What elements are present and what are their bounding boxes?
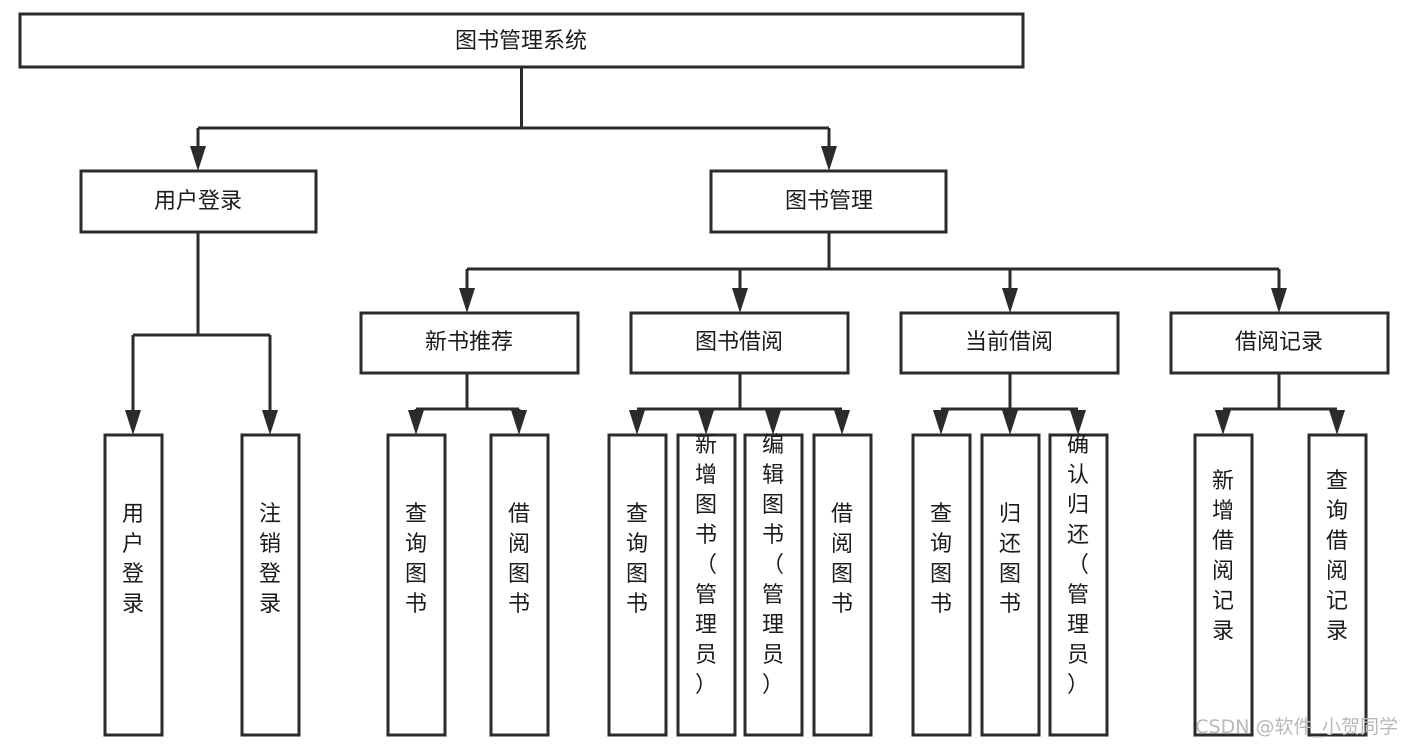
node-new-book-recommend[interactable]: 新书推荐 [359,311,580,375]
node-current-borrow-label: 当前借阅 [965,330,1053,355]
leaf-borrow-record-2-box[interactable] [1307,433,1368,737]
node-book-borrow-label: 图书借阅 [695,330,783,355]
leaf-new-book-1-box[interactable] [386,433,447,737]
leaf-borrow-record-1-box[interactable] [1193,433,1254,737]
leaf-user-login-2[interactable]: 注销登录 [240,433,301,737]
leaf-current-borrow-3-box[interactable] [1048,433,1109,737]
leaf-current-borrow-3-label: 确认归还（管理员） [1067,433,1089,698]
connector-group-root [190,67,837,171]
leaf-new-book-2[interactable]: 借阅图书 [489,433,550,737]
leaf-current-borrow-1-label: 查询图书 [930,502,952,617]
arrow-bookmgmt-child-1 [459,288,475,313]
arrow-root-to-bookmgmt [821,146,837,171]
leaf-user-login-1-label: 用户登录 [122,502,144,617]
node-user-login-box[interactable] [79,169,318,234]
connector-group-user-login [125,232,278,435]
leaf-borrow-record-2-label: 查询借阅记录 [1326,469,1348,644]
arrow-bookmgmt-child-3 [1002,288,1018,313]
arrow-bookborrow-leaf-4 [834,410,850,435]
arrow-user-leaf-2 [262,410,278,435]
arrow-bookmgmt-child-2 [732,288,748,313]
arrow-newbook-leaf-2 [511,410,527,435]
leaf-current-borrow-1-box[interactable] [911,433,972,737]
node-current-borrow-box[interactable] [899,311,1120,375]
leaf-borrow-record-2[interactable]: 查询借阅记录 [1307,433,1368,737]
arrow-bookmgmt-child-4 [1271,288,1287,313]
leaf-book-borrow-3[interactable]: 编辑图书（管理员） [743,433,804,737]
leaf-borrow-record-1[interactable]: 新增借阅记录 [1193,433,1254,737]
node-root-box[interactable] [18,12,1025,69]
leaf-book-borrow-2-label: 新增图书（管理员） [695,433,717,698]
leaf-book-borrow-3-label: 编辑图书（管理员） [762,433,784,698]
leaf-user-login-2-box[interactable] [240,433,301,737]
node-borrow-record-box[interactable] [1169,311,1390,375]
node-book-borrow[interactable]: 图书借阅 [629,311,850,375]
leaf-book-borrow-3-box[interactable] [743,433,804,737]
node-new-book-recommend-label: 新书推荐 [425,330,513,355]
arrow-currentborrow-leaf-3 [1070,410,1086,435]
arrow-borrowrecord-leaf-2 [1329,410,1345,435]
arrow-bookborrow-leaf-2 [698,410,714,435]
arrow-currentborrow-leaf-2 [1002,410,1018,435]
arrow-currentborrow-leaf-1 [933,410,949,435]
leaf-book-borrow-2[interactable]: 新增图书（管理员） [676,433,737,737]
leaf-user-login-1[interactable]: 用户登录 [103,433,164,737]
node-book-management[interactable]: 图书管理 [709,169,948,234]
arrow-newbook-leaf-1 [408,410,424,435]
leaf-current-borrow-2-box[interactable] [980,433,1041,737]
csdn-watermark: CSDN @软件_小贺同学 [1195,716,1398,738]
leaf-new-book-1-label: 查询图书 [405,502,427,617]
leaf-book-borrow-4-box[interactable] [812,433,873,737]
leaf-borrow-record-1-label: 新增借阅记录 [1212,469,1234,644]
node-user-login[interactable]: 用户登录 [79,169,318,234]
arrow-bookborrow-leaf-1 [629,410,645,435]
connector-group-current-borrow [933,373,1086,435]
node-current-borrow[interactable]: 当前借阅 [899,311,1120,375]
node-user-login-label: 用户登录 [154,189,242,214]
node-borrow-record-label: 借阅记录 [1235,330,1323,355]
node-book-borrow-box[interactable] [629,311,850,375]
connector-group-borrow-record [1215,373,1345,435]
leaf-current-borrow-1[interactable]: 查询图书 [911,433,972,737]
node-new-book-recommend-box[interactable] [359,311,580,375]
leaf-current-borrow-2-label: 归还图书 [999,502,1021,617]
node-borrow-record[interactable]: 借阅记录 [1169,311,1390,375]
connector-group-book-borrow [629,373,850,435]
leaf-current-borrow-3[interactable]: 确认归还（管理员） [1048,433,1109,737]
leaf-book-borrow-4[interactable]: 借阅图书 [812,433,873,737]
leaf-user-login-1-box[interactable] [103,433,164,737]
leaf-book-borrow-2-box[interactable] [676,433,737,737]
arrow-bookborrow-leaf-3 [765,410,781,435]
arrow-root-to-user [190,146,206,171]
arrow-user-leaf-1 [125,410,141,435]
leaf-book-borrow-1-box[interactable] [607,433,668,737]
node-book-management-box[interactable] [709,169,948,234]
connector-group-book-mgmt [459,232,1287,313]
node-book-management-label: 图书管理 [785,189,873,214]
connector-group-new-book [408,373,527,435]
leaf-new-book-2-label: 借阅图书 [508,502,530,617]
arrow-borrowrecord-leaf-1 [1215,410,1231,435]
leaf-book-borrow-4-label: 借阅图书 [831,502,853,617]
leaf-book-borrow-1[interactable]: 查询图书 [607,433,668,737]
leaf-new-book-1[interactable]: 查询图书 [386,433,447,737]
node-root[interactable]: 图书管理系统 [18,12,1025,69]
node-root-label: 图书管理系统 [455,29,587,54]
leaf-user-login-2-label: 注销登录 [259,502,281,617]
leaf-current-borrow-2[interactable]: 归还图书 [980,433,1041,737]
leaf-book-borrow-1-label: 查询图书 [626,502,648,617]
leaf-new-book-2-box[interactable] [489,433,550,737]
